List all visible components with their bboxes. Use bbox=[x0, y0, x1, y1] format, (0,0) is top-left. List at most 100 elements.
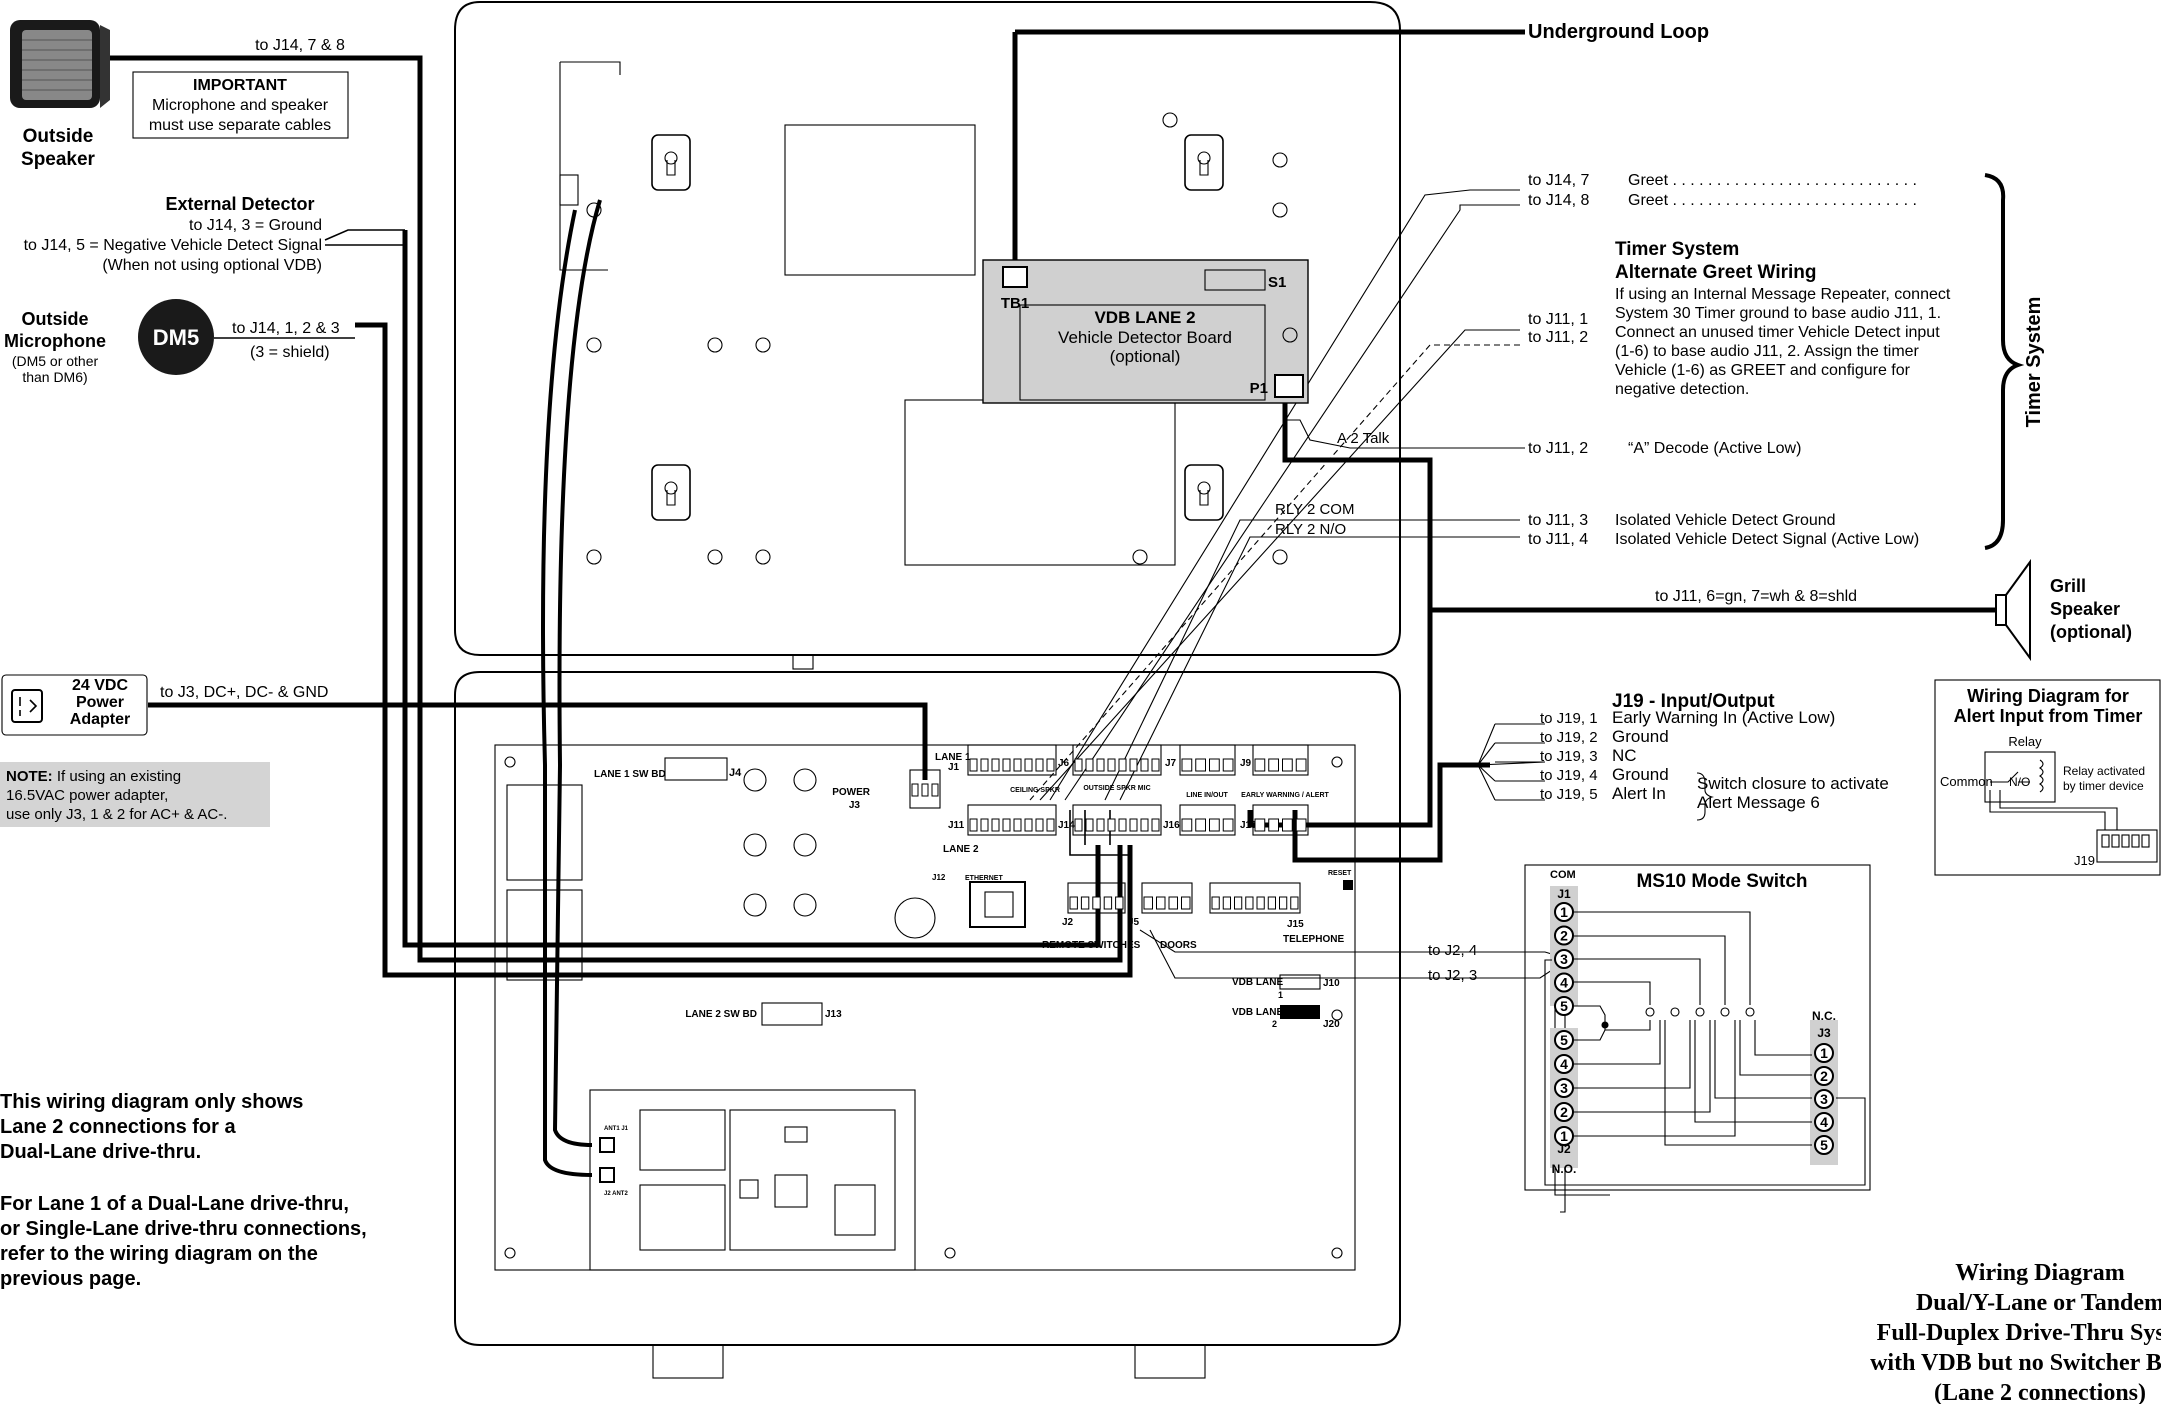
timer-desc-2: System 30 Timer ground to base audio J11… bbox=[1615, 305, 1941, 322]
connector-pin bbox=[1074, 758, 1083, 772]
j19-row-label: Alert In bbox=[1612, 784, 1666, 803]
connector-pin bbox=[1013, 818, 1022, 832]
caption-line-2: Dual/Y-Lane or Tandem bbox=[1916, 1290, 2161, 1316]
j20-label: J20 bbox=[1323, 1019, 1340, 1030]
connector-pin bbox=[1024, 818, 1033, 832]
vdb-lane1-label: VDB LANE bbox=[1232, 977, 1283, 988]
connector-pin bbox=[1013, 758, 1022, 772]
keyhole-slot bbox=[651, 134, 691, 191]
timer-j11-1: to J11, 1 bbox=[1528, 311, 1588, 328]
connector-pin bbox=[1156, 896, 1166, 910]
timer-desc-5: Vehicle (1-6) as GREET and configure for bbox=[1615, 362, 1911, 379]
ethernet-label: ETHERNET bbox=[965, 875, 1003, 882]
connector-pin bbox=[980, 818, 989, 832]
connector-pin bbox=[1129, 758, 1138, 772]
outside-speaker-label-2: Speaker bbox=[21, 149, 96, 170]
lane1-note-4: previous page. bbox=[0, 1268, 141, 1290]
vdb-sub-1: Vehicle Detector Board bbox=[1058, 328, 1232, 347]
lane1-sw-label: LANE 1 SW BD bbox=[594, 769, 666, 780]
power-connection-label: to J3, DC+, DC- & GND bbox=[160, 684, 328, 701]
ms10-j1-pin bbox=[1554, 972, 1574, 993]
ms10-no-label: N.O. bbox=[1552, 1162, 1577, 1176]
connector-pin bbox=[1035, 758, 1044, 772]
caption-line-4: with VDB but no Switcher Board bbox=[1870, 1350, 2161, 1376]
ms10-j2-pin bbox=[1554, 1102, 1574, 1122]
j5-label: J5 bbox=[1128, 917, 1140, 928]
keyhole-slot bbox=[1184, 134, 1224, 191]
j19-row-to: to J19, 2 bbox=[1540, 729, 1598, 746]
connector-pin bbox=[1222, 758, 1234, 772]
j19-row-label: Ground bbox=[1612, 727, 1669, 746]
connector-pin bbox=[1254, 818, 1266, 832]
vdb-lane-2-board: TB1 S1 VDB LANE 2 Vehicle Detector Board… bbox=[982, 259, 1309, 404]
ms10-j1-pin-number: 3 bbox=[1560, 951, 1568, 967]
grill-speaker-icon bbox=[1995, 558, 2031, 662]
ms10-j1-pin-number: 1 bbox=[1560, 904, 1568, 920]
note-line-2: 16.5VAC power adapter, bbox=[6, 787, 168, 804]
power-label: POWER bbox=[832, 787, 871, 798]
connector-pin bbox=[1129, 818, 1138, 832]
connector-pin bbox=[1118, 758, 1127, 772]
lane1-label: LANE 1 bbox=[935, 752, 971, 763]
ms10-j1-pin-number: 2 bbox=[1560, 928, 1568, 944]
no-label: N/O bbox=[2009, 775, 2030, 789]
timer-j11-2: to J11, 2 bbox=[1528, 329, 1588, 346]
relay-activated-2: by timer device bbox=[2063, 779, 2144, 793]
rly-no-label: RLY 2 N/O bbox=[1275, 521, 1346, 538]
timer-desc-6: negative detection. bbox=[1615, 381, 1749, 398]
connector-pin bbox=[1024, 758, 1033, 772]
connector-pin bbox=[921, 783, 929, 797]
caption-line-1: Wiring Diagram bbox=[1955, 1260, 2125, 1286]
ms10-j3-label: J3 bbox=[1817, 1026, 1831, 1040]
ant1-label: ANT1 J1 bbox=[604, 1126, 629, 1132]
connector-pin bbox=[1290, 896, 1299, 910]
ms10-j1-pin-number: 4 bbox=[1560, 975, 1568, 991]
ms10-mode-switch: COM MS10 Mode Switch J1 J2 N.O. N.C. J3 … bbox=[1524, 864, 1871, 1191]
connector-pin bbox=[1181, 758, 1193, 772]
ms10-j2-pin-number: 3 bbox=[1560, 1080, 1568, 1096]
outside-mic-title-1: Outside bbox=[21, 309, 88, 329]
mic-connection-line-2: (3 = shield) bbox=[250, 344, 330, 361]
external-detector-title: External Detector bbox=[165, 194, 314, 214]
remote-switches-label: REMOTE SWITCHES bbox=[1042, 940, 1141, 951]
connector-pin bbox=[1222, 818, 1234, 832]
lane2-note-2: Lane 2 connections for a bbox=[0, 1116, 236, 1138]
connector-pin bbox=[1107, 818, 1116, 832]
connector-pin bbox=[1295, 758, 1307, 772]
important-box: IMPORTANT Microphone and speaker must us… bbox=[132, 71, 349, 139]
greet1-to: to J14, 7 bbox=[1528, 172, 1589, 189]
timer-desc-1: If using an Internal Message Repeater, c… bbox=[1615, 286, 1951, 303]
connector-pin bbox=[1002, 818, 1011, 832]
j10-label: J10 bbox=[1323, 978, 1340, 989]
dm5-label: DM5 bbox=[153, 325, 199, 350]
j19-row-to: to J19, 3 bbox=[1540, 748, 1598, 765]
early-warning-label: EARLY WARNING / ALERT bbox=[1241, 792, 1329, 799]
alert-j19-label: J19 bbox=[2074, 853, 2095, 868]
ceiling-label: CEILING SPKR bbox=[1010, 787, 1060, 794]
a2-talk-label: A 2 Talk bbox=[1337, 430, 1390, 447]
ms10-j3-pin-number: 4 bbox=[1820, 1114, 1828, 1130]
note-line-1: NOTE: If using an existing bbox=[6, 768, 181, 785]
connector-pin bbox=[1209, 758, 1220, 772]
connector-pin bbox=[1092, 896, 1101, 910]
vdb-sub-2: (optional) bbox=[1110, 347, 1181, 366]
ms10-j2-pin-number: 4 bbox=[1560, 1056, 1568, 1072]
lane1-note-1: For Lane 1 of a Dual-Lane drive-thru, bbox=[0, 1193, 349, 1215]
lane2-sw-label: LANE 2 SW BD bbox=[685, 1009, 757, 1020]
j12-label: J12 bbox=[932, 873, 946, 882]
j2-label: J2 bbox=[1062, 917, 1074, 928]
ms10-j3-pin bbox=[1814, 1135, 1834, 1155]
ms10-j3-pin bbox=[1814, 1089, 1834, 1109]
note-line-3: use only J3, 1 & 2 for AC+ & AC-. bbox=[6, 806, 227, 823]
j4-label: J4 bbox=[729, 767, 742, 779]
outside-mic-title-2: Microphone bbox=[4, 331, 106, 351]
connector-pin bbox=[1268, 758, 1279, 772]
connector-pin bbox=[1118, 818, 1127, 832]
iso-gnd-label: Isolated Vehicle Detect Ground bbox=[1615, 512, 1836, 529]
connector-pin bbox=[1103, 896, 1113, 910]
alert-input-diagram: Wiring Diagram for Alert Input from Time… bbox=[1934, 679, 2161, 876]
vdb-lane2-label: VDB LANE bbox=[1232, 1007, 1283, 1018]
ms10-j3-pin-number: 1 bbox=[1820, 1045, 1828, 1061]
caption-line-3: Full-Duplex Drive-Thru System bbox=[1877, 1320, 2161, 1346]
connector-pin bbox=[1282, 818, 1293, 832]
